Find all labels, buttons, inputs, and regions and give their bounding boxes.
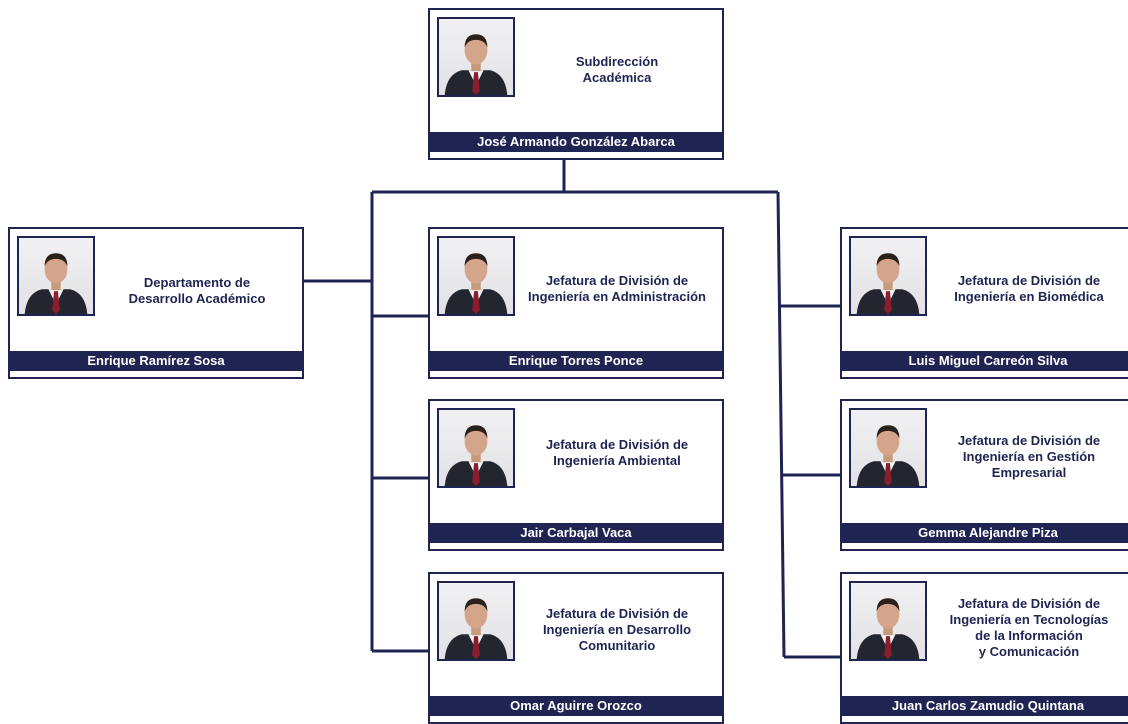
org-card-desarrollo-academico: Departamento de Desarrollo Académico Enr…: [8, 227, 304, 379]
person-name: Enrique Ramírez Sosa: [10, 351, 302, 371]
position-title: Subdirección Académica: [575, 54, 659, 85]
portrait-photo: [849, 581, 927, 661]
person-name: Jair Carbajal Vaca: [430, 523, 722, 543]
portrait-photo: [437, 17, 515, 97]
portrait-photo: [437, 581, 515, 661]
person-name: Luis Miguel Carreón Silva: [842, 351, 1128, 371]
person-name: Juan Carlos Zamudio Quintana: [842, 696, 1128, 716]
position-title: Jefatura de División de Ingeniería en Te…: [949, 596, 1109, 659]
org-card-ambiental: Jefatura de División de Ingeniería Ambie…: [428, 399, 724, 551]
position-title: Jefatura de División de Ingeniería en Bi…: [954, 273, 1104, 304]
person-silhouette-icon: [444, 34, 508, 95]
portrait-photo: [437, 408, 515, 488]
org-card-gestion-empresarial: Jefatura de División de Ingeniería en Ge…: [840, 399, 1128, 551]
position-title: Jefatura de División de Ingeniería en De…: [542, 606, 692, 653]
org-card-subdireccion: Subdirección Académica José Armando Gonz…: [428, 8, 724, 160]
connector-right-trunk: [776, 191, 786, 658]
portrait-photo: [849, 408, 927, 488]
person-silhouette-icon: [444, 425, 508, 486]
person-silhouette-icon: [856, 425, 920, 486]
person-silhouette-icon: [856, 598, 920, 659]
person-name: Enrique Torres Ponce: [430, 351, 722, 371]
portrait-photo: [849, 236, 927, 316]
portrait-photo: [17, 236, 95, 316]
person-name: Gemma Alejandre Piza: [842, 523, 1128, 543]
position-title: Departamento de Desarrollo Académico: [128, 275, 266, 306]
position-title: Jefatura de División de Ingeniería en Ad…: [528, 273, 706, 304]
person-silhouette-icon: [24, 253, 88, 314]
org-card-biomedica: Jefatura de División de Ingeniería en Bi…: [840, 227, 1128, 379]
org-card-administracion: Jefatura de División de Ingeniería en Ad…: [428, 227, 724, 379]
person-name: José Armando González Abarca: [430, 132, 722, 152]
org-card-tic: Jefatura de División de Ingeniería en Te…: [840, 572, 1128, 724]
position-title: Jefatura de División de Ingeniería Ambie…: [545, 437, 689, 468]
person-silhouette-icon: [856, 253, 920, 314]
org-card-desarrollo-comunitario: Jefatura de División de Ingeniería en De…: [428, 572, 724, 724]
person-name: Omar Aguirre Orozco: [430, 696, 722, 716]
person-silhouette-icon: [444, 598, 508, 659]
portrait-photo: [437, 236, 515, 316]
position-title: Jefatura de División de Ingeniería en Ge…: [957, 433, 1101, 480]
person-silhouette-icon: [444, 253, 508, 314]
